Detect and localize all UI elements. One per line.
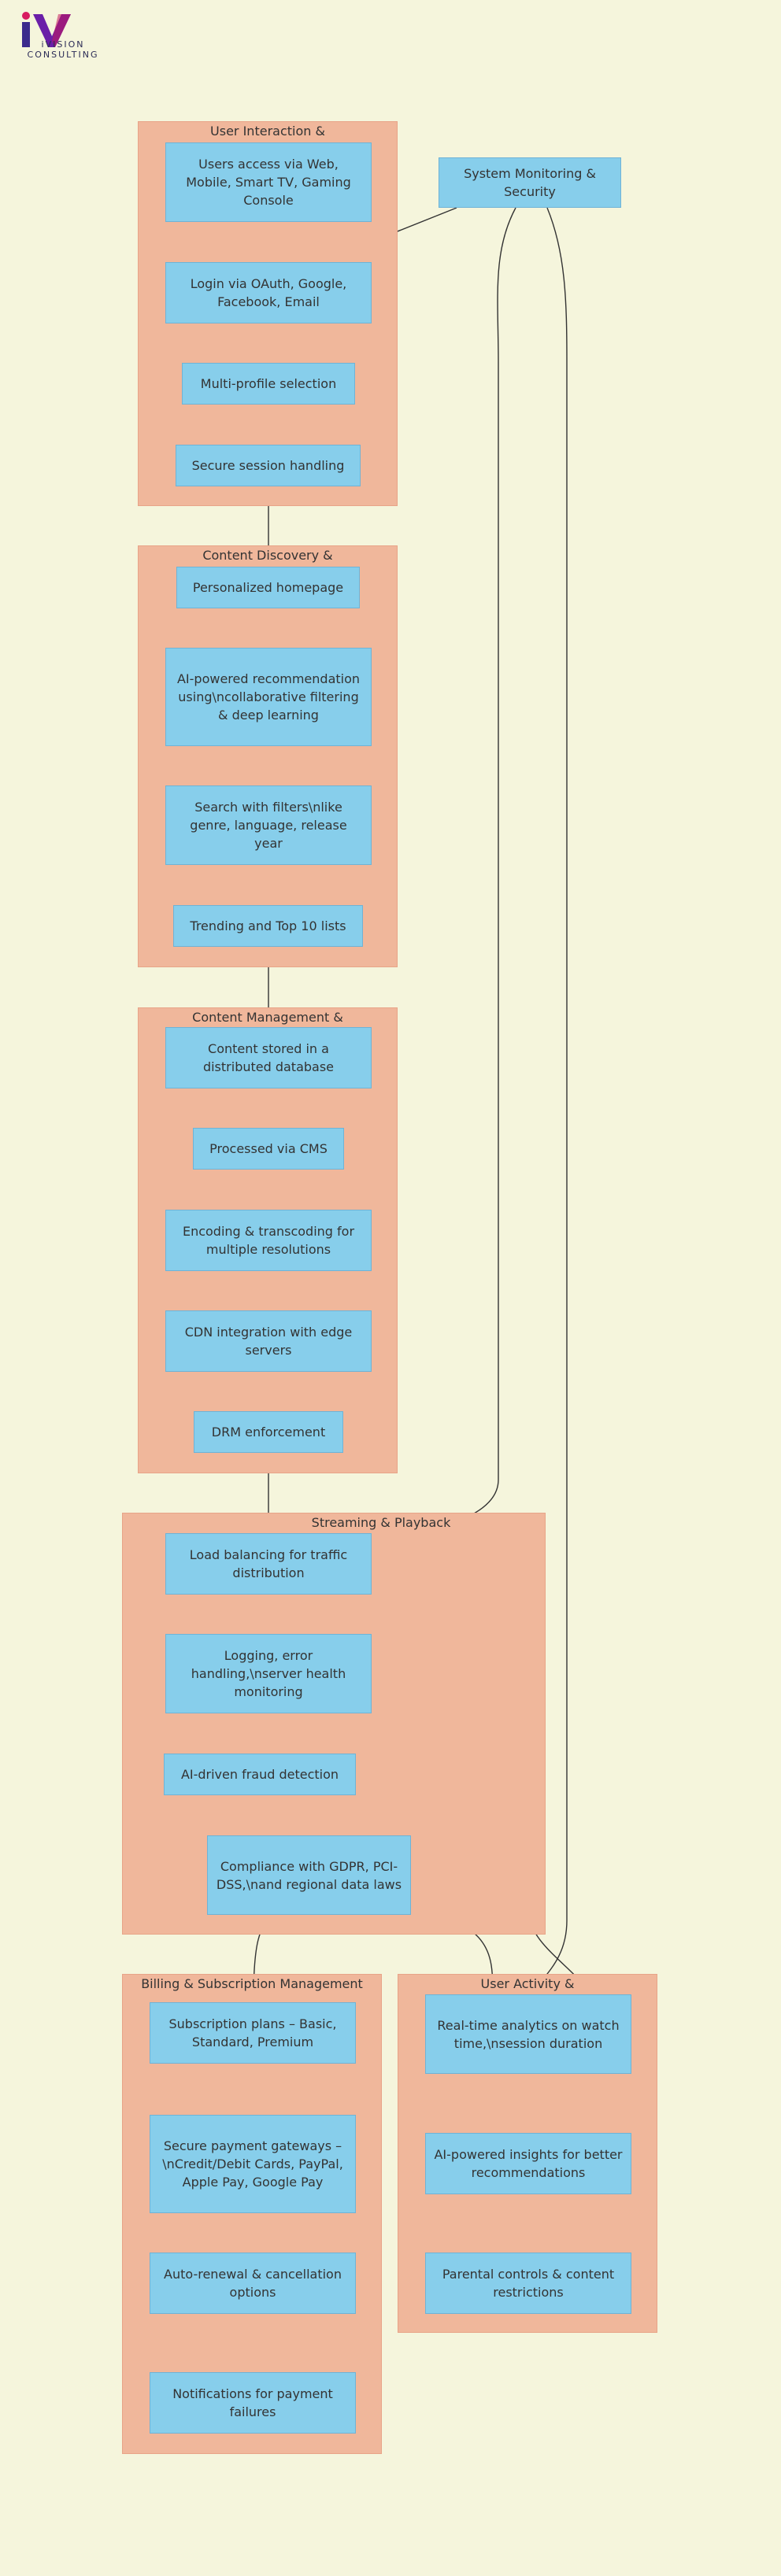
node-logging: Logging, error handling,\nserver health … <box>165 1634 372 1713</box>
cluster-title: Content Management & <box>192 1010 343 1025</box>
node-cdn: CDN integration with edge servers <box>165 1310 372 1372</box>
node-content-stored: Content stored in a distributed database <box>165 1027 372 1088</box>
node-realtime-analytics: Real-time analytics on watch time,\nsess… <box>425 1994 631 2074</box>
node-multi-profile: Multi-profile selection <box>182 363 355 405</box>
node-auto-renewal: Auto-renewal & cancellation options <box>150 2253 356 2314</box>
edge-sysmon-rt <box>532 207 568 1994</box>
node-compliance: Compliance with GDPR, PCI-DSS,\nand regi… <box>207 1835 411 1915</box>
node-users-access: Users access via Web, Mobile, Smart TV, … <box>165 142 372 222</box>
cluster-title: User Activity & <box>480 1976 575 1991</box>
cluster-title: Content Discovery & <box>202 548 333 563</box>
node-login: Login via OAuth, Google, Facebook, Email <box>165 262 372 323</box>
node-trending: Trending and Top 10 lists <box>173 905 363 947</box>
node-ai-insights: AI-powered insights for better recommend… <box>425 2133 631 2194</box>
node-processed-cms: Processed via CMS <box>193 1128 344 1170</box>
node-parental-controls: Parental controls & content restrictions <box>425 2253 631 2314</box>
node-subscription-plans: Subscription plans – Basic, Standard, Pr… <box>150 2002 356 2064</box>
node-fraud-detection: AI-driven fraud detection <box>164 1754 356 1795</box>
node-notifications: Notifications for payment failures <box>150 2372 356 2434</box>
node-encoding: Encoding & transcoding for multiple reso… <box>165 1210 372 1271</box>
cluster-title: Billing & Subscription Management <box>141 1976 363 1991</box>
cluster-title: User Interaction & <box>210 124 325 139</box>
node-drm: DRM enforcement <box>194 1411 343 1453</box>
cluster-title: Streaming & Playback <box>311 1515 451 1530</box>
company-logo <box>22 12 71 47</box>
node-system-monitoring: System Monitoring & Security <box>439 157 621 208</box>
cluster-content-discovery: Content Discovery & <box>138 545 398 967</box>
node-ai-recommendation: AI-powered recommendation using\ncollabo… <box>165 648 372 746</box>
node-payment-gateways: Secure payment gateways – \nCredit/Debit… <box>150 2115 356 2213</box>
node-secure-session: Secure session handling <box>176 445 361 486</box>
logo-text: iVISION CONSULTING <box>27 39 99 60</box>
node-load-balancing: Load balancing for traffic distribution <box>165 1533 372 1595</box>
node-personalized-homepage: Personalized homepage <box>176 567 360 608</box>
node-search-filters: Search with filters\nlike genre, languag… <box>165 785 372 865</box>
